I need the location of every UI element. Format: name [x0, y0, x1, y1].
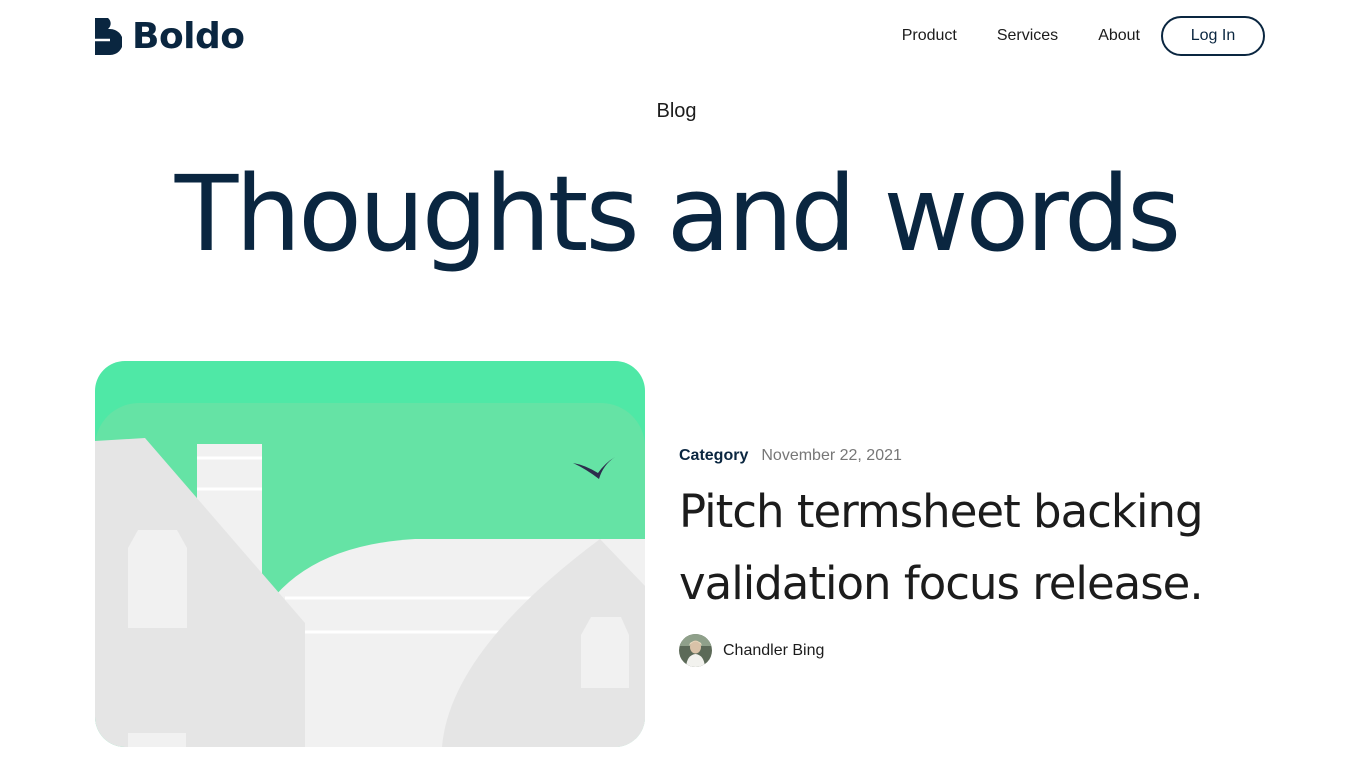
- post-title-line-1: Pitch termsheet backing: [679, 485, 1204, 538]
- author-avatar: [679, 634, 712, 667]
- post-author: Chandler Bing: [679, 634, 824, 667]
- section-eyebrow: Blog: [656, 100, 697, 122]
- site-header: Boldo Product Services About Log In: [0, 0, 1353, 80]
- post-cover-illustration[interactable]: [95, 361, 645, 747]
- boldo-logo-icon: [95, 18, 122, 55]
- page-title: Thoughts and words: [174, 153, 1181, 275]
- post-title-line-2: validation focus release.: [679, 557, 1204, 610]
- login-button[interactable]: Log In: [1161, 16, 1265, 56]
- nav-link-services[interactable]: Services: [996, 27, 1059, 44]
- post-category[interactable]: Category: [679, 447, 749, 464]
- main-nav: Product Services About Log In: [902, 16, 1265, 56]
- post-title[interactable]: Pitch termsheet backing validation focus…: [679, 476, 1279, 620]
- nav-link-about[interactable]: About: [1098, 27, 1140, 44]
- post-meta: Category November 22, 2021: [679, 447, 902, 465]
- brand-logo[interactable]: Boldo: [95, 18, 245, 55]
- nav-link-product[interactable]: Product: [901, 27, 957, 44]
- brand-name: Boldo: [132, 15, 245, 57]
- post-date: November 22, 2021: [761, 447, 902, 464]
- author-name[interactable]: Chandler Bing: [723, 641, 825, 659]
